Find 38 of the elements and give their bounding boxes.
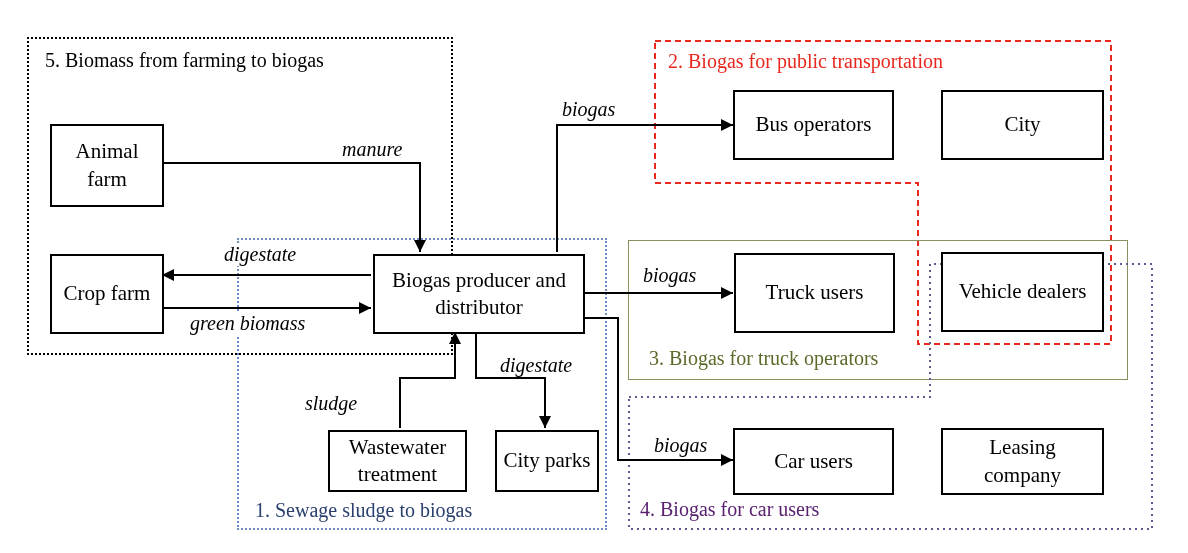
box-label: Biogas producer and distributor [391, 266, 567, 321]
box-label: City [1004, 111, 1041, 139]
box-label: City parks [503, 447, 591, 475]
region-title: 4. Biogas for car users [638, 498, 822, 521]
box-label: Bus operators [755, 111, 872, 139]
arrow [475, 331, 551, 429]
region-title: 3. Biogas for truck operators [647, 347, 881, 370]
arrow [161, 302, 372, 314]
arrow [582, 287, 734, 299]
process-box [733, 428, 894, 495]
process-box [941, 252, 1104, 332]
region-outline [628, 263, 1153, 530]
region-title: 5. Biomass from farming to biogas [43, 49, 326, 72]
process-box [328, 430, 467, 492]
box-label: Animal farm [74, 138, 140, 193]
edge-label: digestate [222, 243, 299, 266]
process-box [941, 428, 1104, 495]
arrow [556, 119, 734, 253]
process-box [373, 254, 585, 334]
region-outline [628, 240, 1128, 380]
box-label: Truck users [765, 279, 864, 307]
process-box [50, 124, 164, 207]
box-label: Car users [774, 447, 853, 475]
process-box [495, 430, 599, 492]
box-label: Crop farm [63, 280, 151, 308]
box-label: Leasing company [983, 434, 1062, 489]
edge-label: green biomass [188, 312, 308, 335]
box-label: Wastewater treatment [347, 433, 448, 488]
box-label: Vehicle dealers [958, 278, 1087, 306]
process-box [733, 90, 894, 160]
process-box [50, 254, 164, 334]
arrow [399, 331, 461, 429]
arrow [161, 162, 426, 253]
process-box [941, 90, 1104, 160]
arrow [582, 317, 734, 466]
process-box [734, 253, 895, 333]
arrow [161, 269, 372, 281]
region-title: 2. Biogas for public transportation [666, 50, 945, 73]
